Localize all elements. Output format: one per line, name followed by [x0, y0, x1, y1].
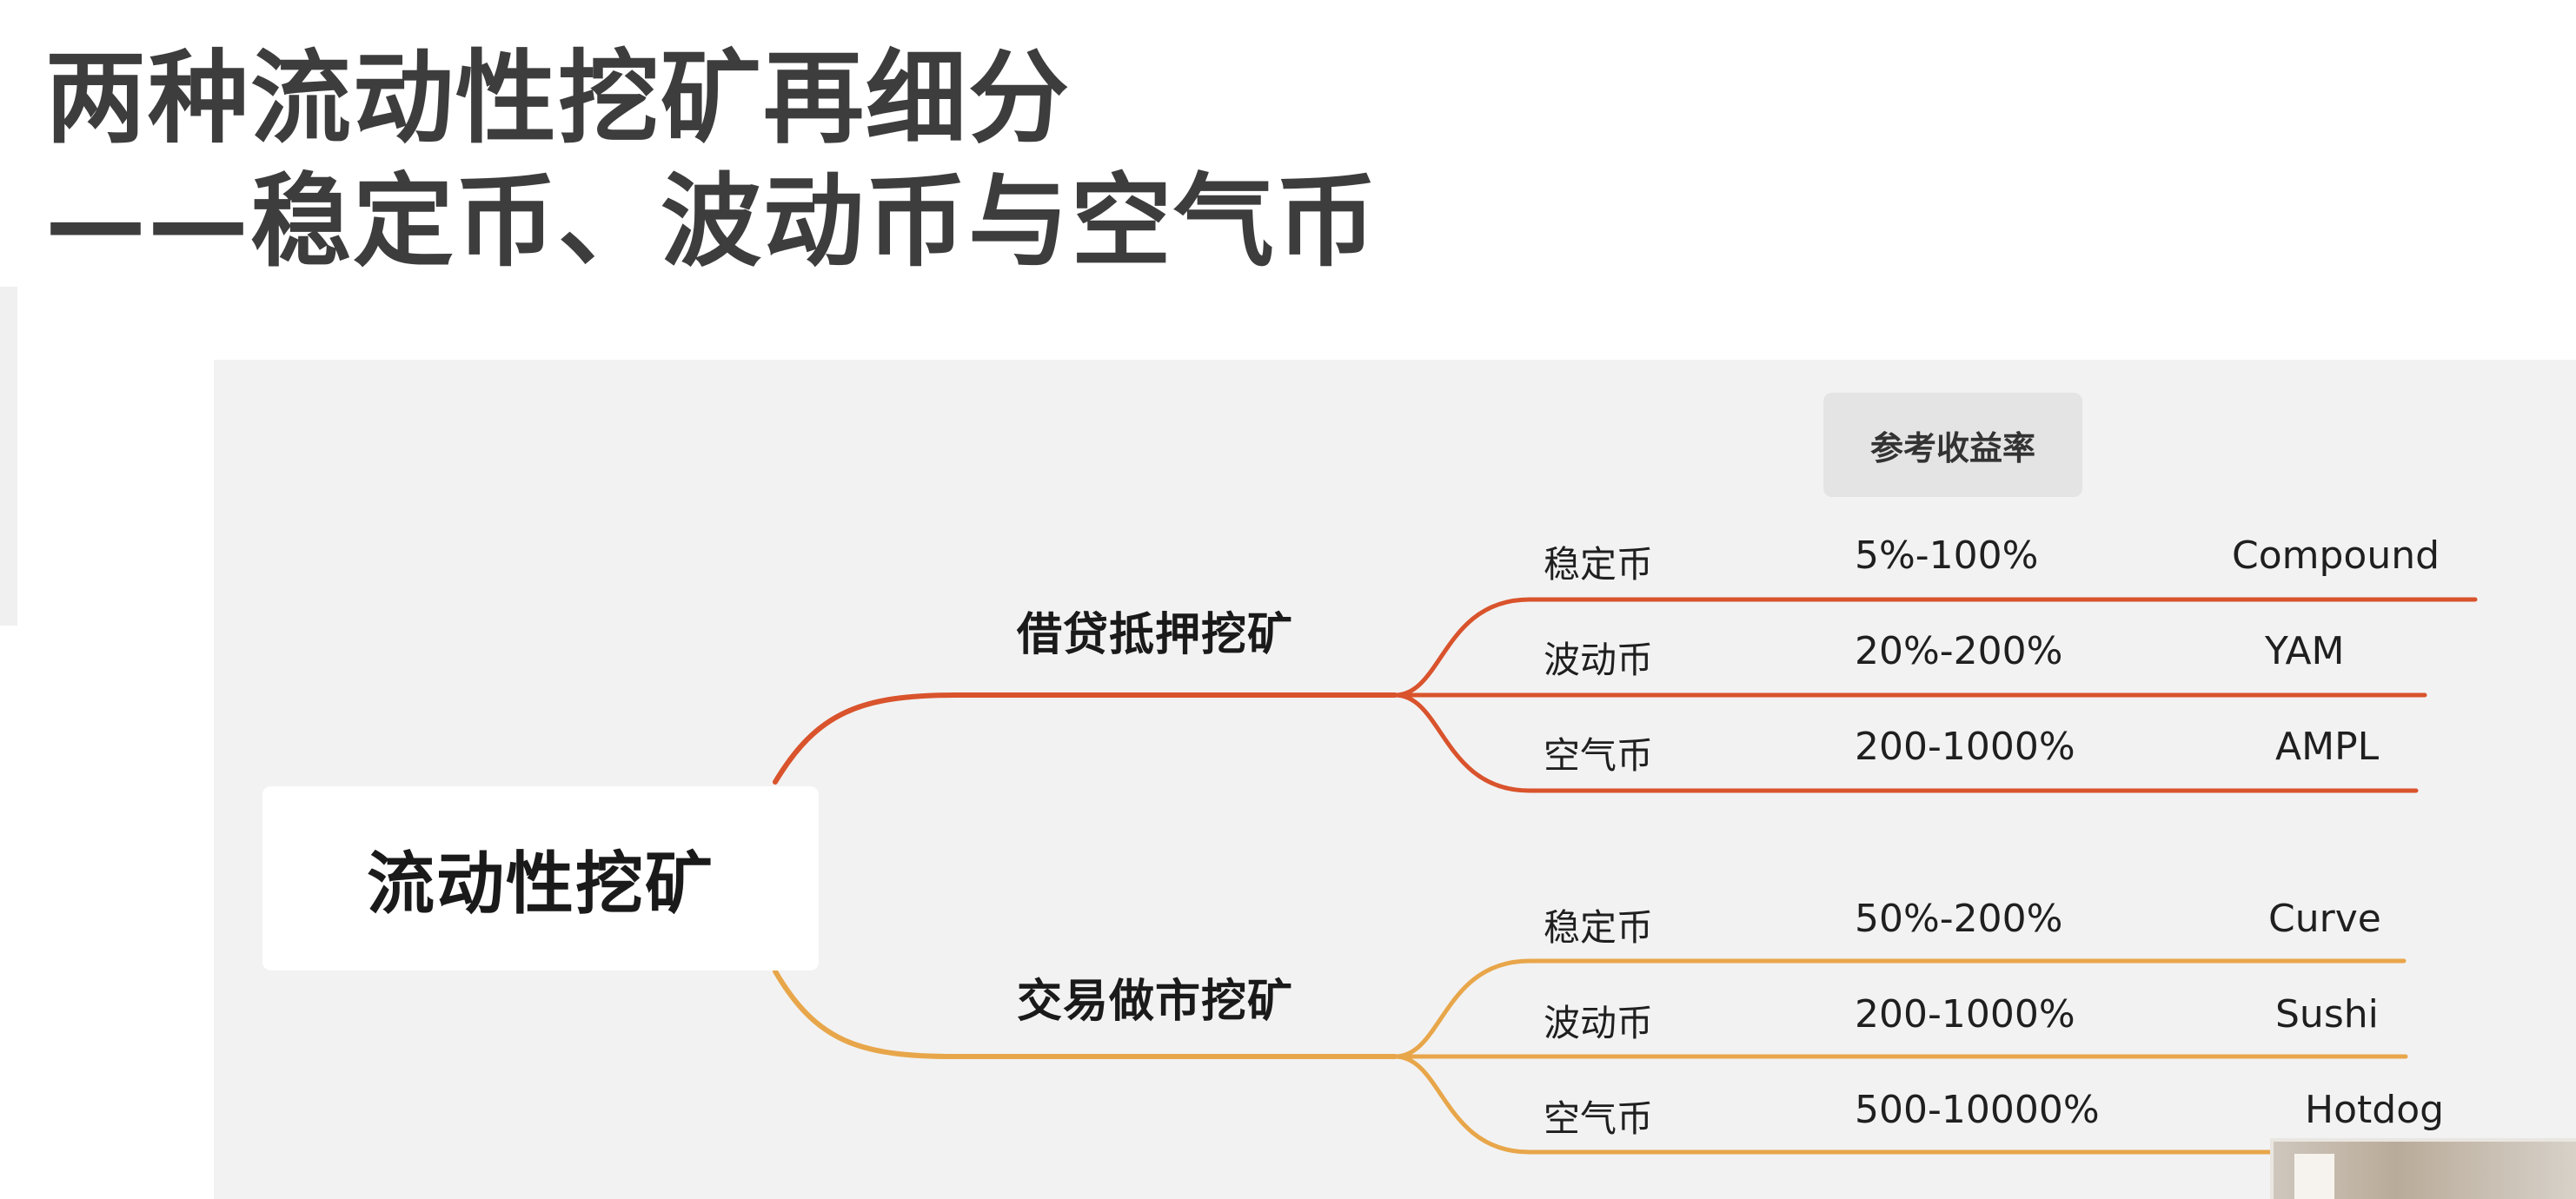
leaf-project: AMPL: [2275, 725, 2380, 769]
leaf-rate: 5%-100%: [1855, 533, 2039, 578]
leaf-project: Curve: [2268, 897, 2381, 941]
connector-root-to-lending: [773, 692, 1398, 785]
leaf-rate: 50%-200%: [1855, 897, 2063, 941]
leaf-type: 稳定币: [1544, 543, 1654, 586]
reference-yield-header: 参考收益率: [1823, 393, 2082, 497]
branch-label-lending: 借贷抵押挖矿: [1017, 609, 1294, 661]
leaf-type: 波动币: [1544, 1002, 1654, 1044]
slide-title-line-1: 两种流动性挖矿再细分: [45, 40, 1071, 157]
slide-title-line-2: ——稳定币、波动币与空气币: [45, 163, 1378, 281]
left-edge-strip: [0, 287, 17, 626]
leaf-type: 波动币: [1544, 639, 1654, 681]
mindmap-root-node: 流动性挖矿: [262, 786, 819, 970]
connector-lending-leaf-3: [1392, 692, 2419, 793]
leaf-type: 空气币: [1544, 1097, 1654, 1140]
leaf-type: 空气币: [1544, 734, 1654, 777]
leaf-rate: 200-1000%: [1855, 725, 2075, 769]
leaf-project: YAM: [2265, 629, 2345, 673]
connector-root-to-market-making: [773, 969, 1398, 1059]
reference-yield-label: 参考收益率: [1869, 428, 2035, 467]
leaf-project: Sushi: [2275, 992, 2379, 1037]
connector-market-leaf-3: [1392, 1054, 2281, 1155]
leaf-type: 稳定币: [1544, 906, 1654, 949]
mindmap-root-label: 流动性挖矿: [366, 845, 714, 924]
leaf-rate: 20%-200%: [1855, 629, 2063, 673]
leaf-rate: 500-10000%: [1855, 1088, 2100, 1132]
connector-market-leaf-1: [1392, 958, 2407, 1059]
webcam-window-light: [2294, 1154, 2334, 1199]
connector-lending-leaf-1: [1392, 597, 2478, 698]
webcam-overlay-thumbnail: [2270, 1138, 2576, 1199]
branch-label-market-making: 交易做市挖矿: [1017, 976, 1294, 1028]
leaf-rate: 200-1000%: [1855, 992, 2075, 1037]
leaf-project: Hotdog: [2305, 1088, 2445, 1132]
leaf-project: Compound: [2232, 533, 2440, 578]
